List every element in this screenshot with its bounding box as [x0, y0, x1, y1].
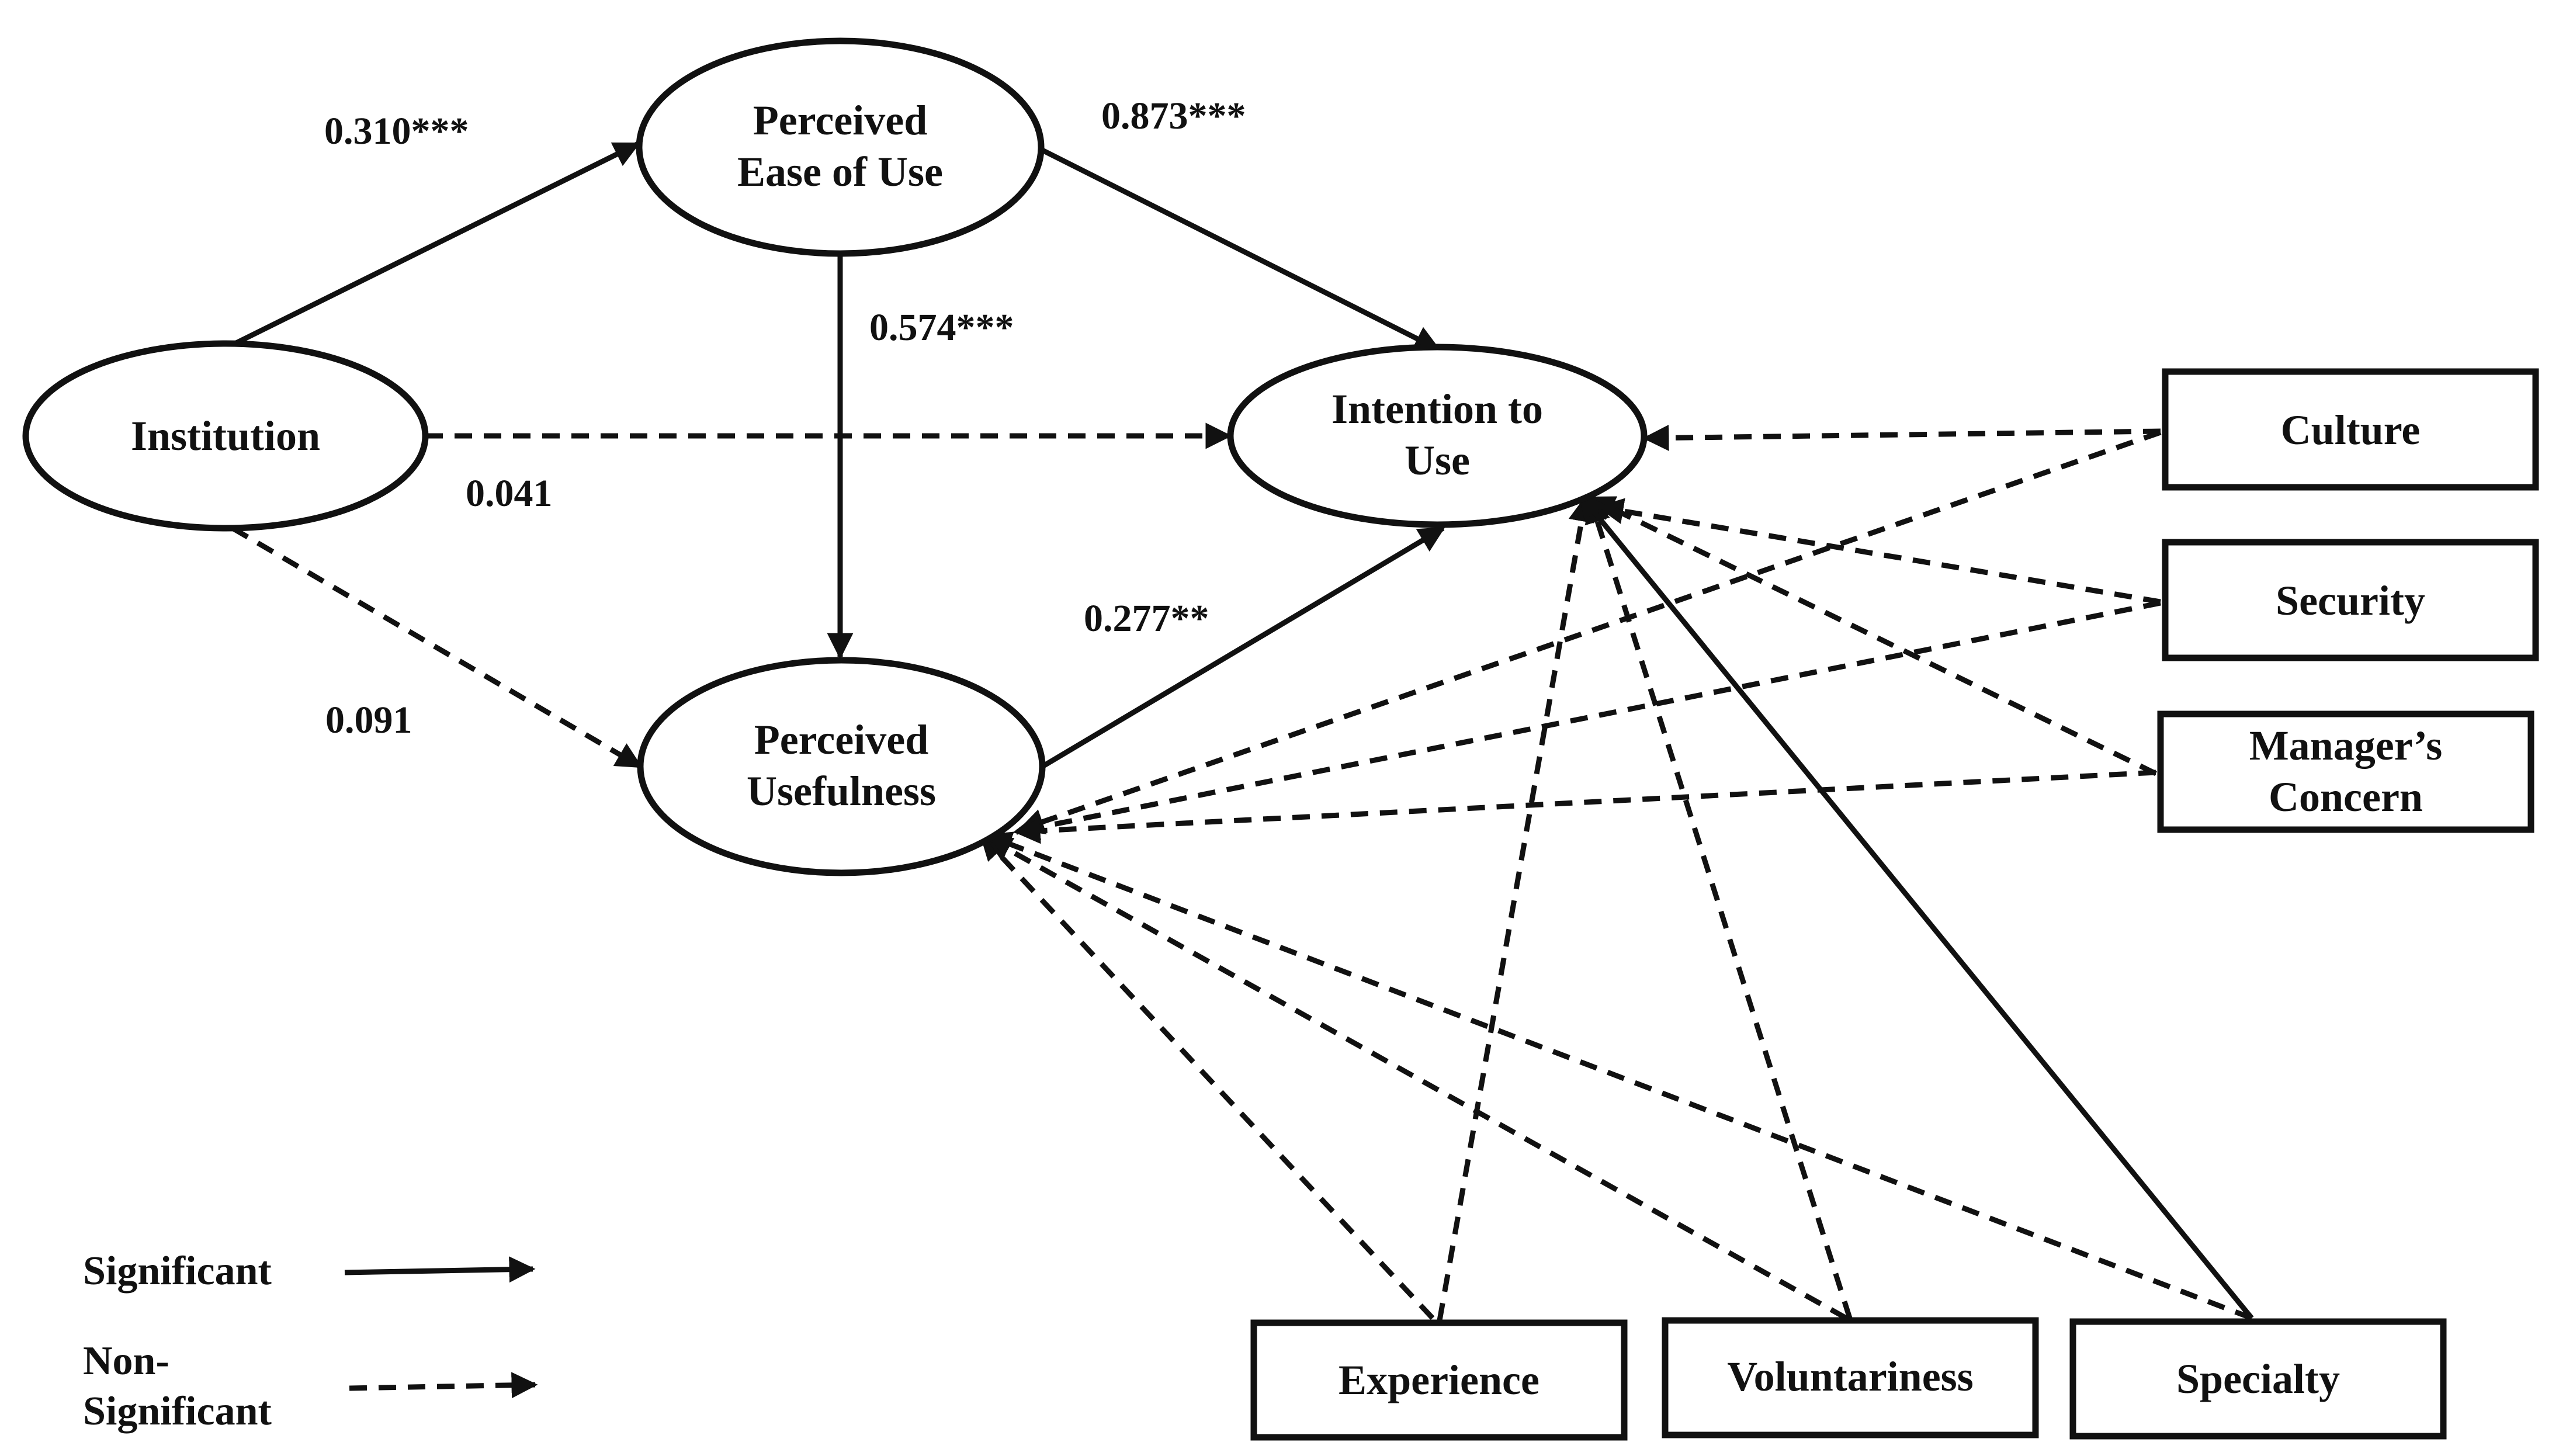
edge-voluntariness-to-itu	[1584, 496, 1853, 1319]
legend: Significant Non- Significant	[83, 1249, 538, 1434]
edge-specialty-to-itu	[1577, 492, 2254, 1320]
legend-non-significant-label-line1: Non-	[83, 1339, 169, 1384]
node-intention-to-use-label-line2: Use	[1405, 437, 1470, 484]
node-culture-label: Culture	[2281, 407, 2421, 453]
node-voluntariness-label: Voluntariness	[1727, 1353, 1973, 1400]
edge-voluntariness-to-pu	[985, 836, 1848, 1320]
node-institution: Institution	[22, 340, 429, 532]
legend-non-significant-label-line2: Significant	[83, 1389, 272, 1434]
node-culture-shape	[2162, 368, 2539, 491]
node-intention-to-use: Intention to Use	[1227, 344, 1648, 528]
node-experience-shape	[1250, 1319, 1628, 1441]
node-voluntariness: Voluntariness	[1662, 1317, 2039, 1438]
edge-culture-to-pu	[1017, 429, 2162, 834]
coef-peou-itu: 0.873***	[1101, 95, 1246, 137]
node-managers-concern-label-line2: Concern	[2269, 774, 2423, 820]
node-security-shape	[2162, 539, 2539, 661]
node-specialty-shape	[2069, 1318, 2447, 1440]
node-perceived-ease-of-use-label-line1: Perceived	[753, 97, 928, 144]
edge-specialty-to-pu	[984, 831, 2253, 1321]
node-security: Security	[2162, 539, 2539, 661]
edge-experience-to-pu	[979, 833, 1435, 1320]
node-intention-to-use-shape	[1227, 344, 1648, 528]
edge-pu-to-itu	[1041, 526, 1445, 769]
node-perceived-usefulness-shape	[637, 657, 1046, 876]
edges	[224, 141, 2254, 1321]
node-culture: Culture	[2162, 368, 2539, 491]
node-managers-concern-label-line1: Manager’s	[2249, 722, 2443, 769]
edge-peou-to-itu	[1039, 147, 1441, 352]
node-intention-to-use-label-line1: Intention to	[1331, 386, 1543, 432]
edge-institution-to-peou	[224, 141, 641, 351]
path-coefficients: 0.310*** 0.873*** 0.574*** 0.041 0.091 0…	[324, 95, 1246, 741]
node-perceived-ease-of-use-shape	[636, 37, 1045, 257]
node-experience: Experience	[1250, 1319, 1628, 1441]
node-security-label: Security	[2276, 577, 2425, 624]
node-perceived-ease-of-use-label-line2: Ease of Use	[737, 148, 943, 195]
edge-security-to-itu	[1597, 498, 2161, 605]
node-voluntariness-shape	[1662, 1317, 2039, 1438]
node-institution-label: Institution	[131, 412, 320, 459]
node-perceived-usefulness-label-line1: Perceived	[754, 716, 929, 763]
node-institution-shape	[22, 340, 429, 532]
node-specialty-label: Specialty	[2176, 1356, 2340, 1402]
coef-peou-pu: 0.574***	[869, 306, 1014, 349]
legend-significant-label: Significant	[83, 1249, 272, 1294]
edge-security-to-pu	[1012, 600, 2161, 841]
coef-institution-peou: 0.310***	[324, 110, 469, 152]
node-perceived-usefulness: Perceived Usefulness	[637, 657, 1046, 876]
legend-non-significant-arrow	[349, 1372, 538, 1399]
node-specialty: Specialty	[2069, 1318, 2447, 1440]
node-perceived-ease-of-use: Perceived Ease of Use	[636, 37, 1045, 257]
node-perceived-usefulness-label-line2: Usefulness	[747, 768, 936, 814]
node-managers-concern: Manager’s Concern	[2157, 710, 2534, 833]
edge-culture-to-itu	[1642, 424, 2161, 451]
node-managers-concern-shape	[2157, 710, 2534, 833]
edge-managers-concern-to-itu	[1587, 495, 2157, 776]
edge-institution-to-pu	[231, 526, 643, 769]
coef-pu-itu: 0.277**	[1084, 597, 1209, 640]
node-experience-label: Experience	[1339, 1357, 1539, 1403]
edge-managers-concern-to-pu	[1014, 769, 2156, 844]
legend-significant-arrow	[344, 1256, 536, 1283]
coef-institution-itu: 0.041	[466, 472, 553, 515]
coef-institution-pu: 0.091	[325, 699, 412, 741]
edge-experience-to-itu	[1437, 495, 1595, 1321]
